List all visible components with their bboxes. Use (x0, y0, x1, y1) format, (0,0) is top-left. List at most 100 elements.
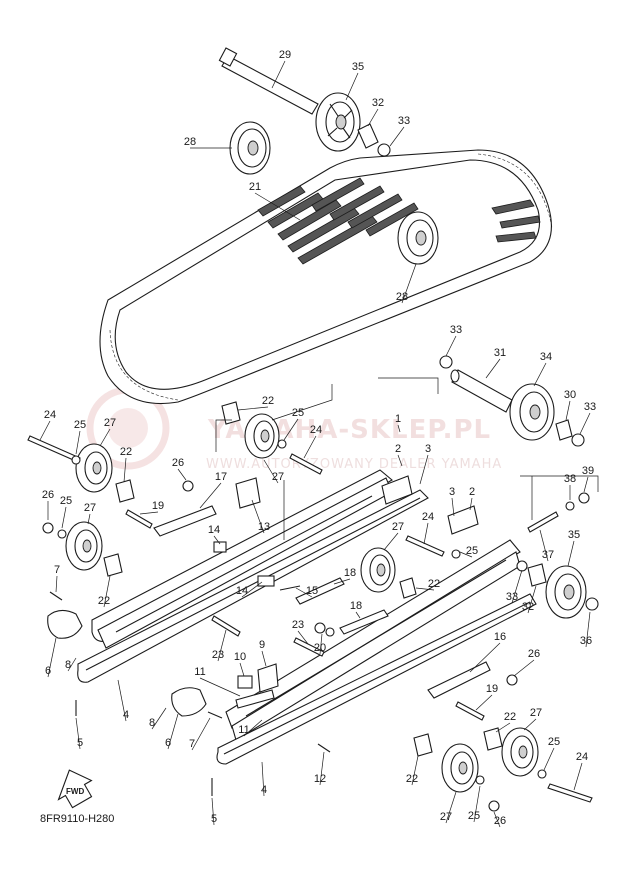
callout-leader-c29a (271, 60, 286, 89)
idler-wheel-28-upper (229, 121, 271, 175)
stopper-13 (235, 477, 261, 509)
callout-leader-c28b (401, 263, 417, 304)
callout-leader-c26d (493, 811, 501, 828)
slide-rail-left (91, 469, 393, 649)
wheel-27-left-upper (75, 443, 113, 493)
callout-c32b: 32 (522, 601, 534, 613)
wheel-27-bottom-right (501, 727, 539, 777)
callout-leader-c22c (415, 587, 435, 591)
fwd-arrow: FWD (57, 769, 93, 809)
callout-leader-c25f (473, 785, 481, 823)
callout-leader-c6a (47, 637, 57, 678)
callout-c10: 10 (234, 651, 246, 663)
callout-c11b: 11 (238, 724, 249, 736)
stopper-9 (257, 663, 279, 693)
callout-c27f: 27 (440, 811, 452, 823)
callout-c26a: 26 (172, 457, 184, 469)
callout-c22c: 22 (428, 578, 440, 590)
callout-c16: 16 (494, 631, 506, 643)
callout-c27b: 27 (272, 471, 284, 483)
callout-c1: 1 (395, 413, 401, 425)
callout-c22f: 22 (406, 773, 418, 785)
washer-25-b (277, 439, 287, 449)
wheel-27-center-top (244, 413, 280, 459)
callout-c3a: 3 (425, 443, 431, 455)
callout-leader-c36 (585, 611, 591, 648)
callout-leader-c27a (99, 428, 111, 447)
callout-c15: 15 (306, 585, 318, 597)
block-14a (213, 541, 227, 553)
bracket-17 (153, 505, 217, 537)
callout-c8b: 8 (149, 717, 155, 729)
callout-c19a: 19 (152, 500, 164, 512)
callout-c25b: 25 (74, 419, 86, 431)
wheel-35-right (545, 565, 587, 619)
rail-tip-right (171, 687, 207, 717)
callout-leader-c9 (261, 650, 267, 667)
callout-leader-c22e (495, 722, 511, 733)
bolt-37 (527, 511, 559, 533)
callout-c23a: 23 (292, 619, 304, 631)
callout-leader-c4b (261, 761, 265, 797)
callout-leader-c25a (283, 418, 299, 441)
wheel-27-bottom-left (441, 743, 479, 793)
callout-leader-c27f (445, 791, 457, 824)
callout-leader-c19b (475, 694, 493, 711)
callout-leader-c33c (579, 412, 591, 435)
callout-leader-c35a (345, 72, 359, 101)
collar-22-a (221, 401, 241, 425)
callout-leader-c39 (583, 476, 589, 493)
callout-leader-c10 (239, 662, 245, 677)
rear-axle-shaft (218, 47, 319, 115)
bracket-2-lower (447, 505, 479, 535)
callout-c8a: 8 (65, 659, 71, 671)
bolt-24-center (289, 453, 323, 475)
callout-leader-c25b (75, 430, 81, 455)
callout-leader-c32b (527, 585, 537, 614)
callout-leader-c30 (565, 400, 571, 421)
frame-line-right (520, 475, 599, 520)
callout-leader-c2b (469, 497, 473, 511)
wheel-27-left-lower (65, 521, 103, 571)
callout-leader-c34 (533, 362, 547, 387)
callout-leader-c1 (397, 424, 401, 433)
callout-leader-c8a (67, 657, 77, 672)
callout-leader-c31 (485, 358, 501, 379)
callout-leader-c7b (191, 717, 211, 751)
callout-c28b: 28 (396, 291, 408, 303)
callout-c27a: 27 (104, 417, 116, 429)
callout-c6a: 6 (45, 665, 51, 677)
callout-c35b: 35 (568, 529, 580, 541)
callout-leader-c7a (55, 575, 58, 593)
callout-c11a: 11 (194, 666, 205, 678)
callout-leader-c25c (61, 506, 67, 529)
callout-c33a: 33 (398, 115, 410, 127)
callout-c25c: 25 (60, 495, 72, 507)
callout-c38: 38 (564, 473, 576, 485)
callout-leader-c11b (243, 719, 263, 737)
callout-c27c: 27 (84, 502, 96, 514)
callout-leader-c14a (213, 535, 221, 545)
callout-c22a: 22 (262, 395, 274, 407)
callout-leader-c17 (199, 482, 222, 509)
callout-leader-c33d (511, 569, 523, 604)
washer-25-f (475, 775, 485, 785)
nut-33-mid (516, 560, 528, 572)
callout-leader-c16 (469, 642, 501, 673)
callout-leader-c20 (319, 633, 323, 655)
callout-c20: 20 (314, 642, 326, 654)
callout-c21: 21 (249, 181, 261, 193)
callout-leader-c12 (319, 751, 325, 786)
callout-c25d: 25 (466, 545, 478, 557)
callout-leader-c22d (103, 575, 111, 608)
washer-20 (314, 622, 326, 634)
bolt-23-b (211, 615, 241, 637)
callout-leader-c25e (543, 747, 555, 771)
callout-c4a: 4 (123, 709, 129, 721)
rail-slider-left (77, 489, 429, 683)
nut-top (377, 143, 391, 157)
callout-c33b: 33 (450, 324, 462, 336)
callout-leader-c27e (523, 718, 537, 731)
watermark-text-sub: WWW.AUTORYZOWANY DEALER YAMAHA (206, 457, 502, 472)
callout-c28a: 28 (184, 136, 196, 148)
